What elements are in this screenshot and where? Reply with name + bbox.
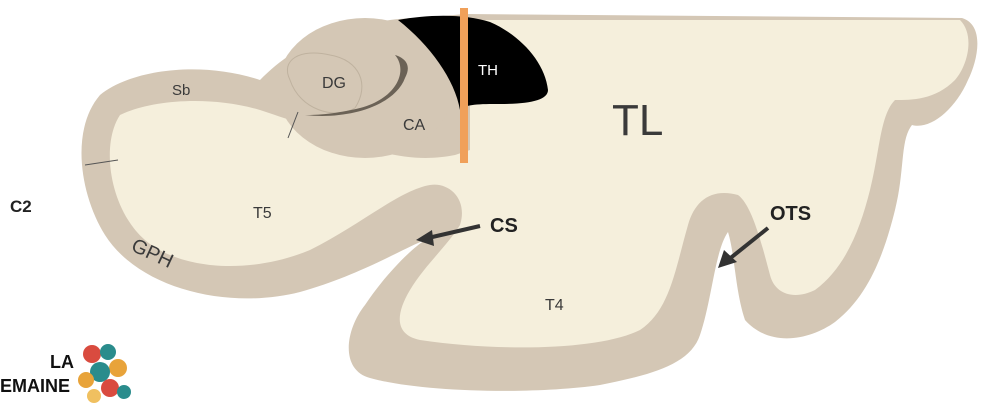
label-t5: T5 bbox=[253, 205, 272, 222]
label-dg: DG bbox=[322, 75, 346, 92]
label-sb: Sb bbox=[172, 82, 190, 99]
logo-text-line2: EMAINE bbox=[0, 376, 70, 396]
label-tl: TL bbox=[612, 96, 663, 145]
label-c2: C2 bbox=[10, 197, 32, 216]
label-ots: OTS bbox=[770, 203, 811, 225]
label-th: TH bbox=[478, 62, 498, 79]
label-t4: T4 bbox=[545, 297, 564, 314]
label-cs: CS bbox=[490, 215, 518, 237]
logo: LA EMAINE bbox=[0, 344, 131, 403]
label-ca: CA bbox=[403, 117, 426, 134]
brain-logo-icon bbox=[78, 344, 131, 403]
cut-line bbox=[460, 8, 468, 163]
logo-text-line1: LA bbox=[50, 352, 74, 372]
